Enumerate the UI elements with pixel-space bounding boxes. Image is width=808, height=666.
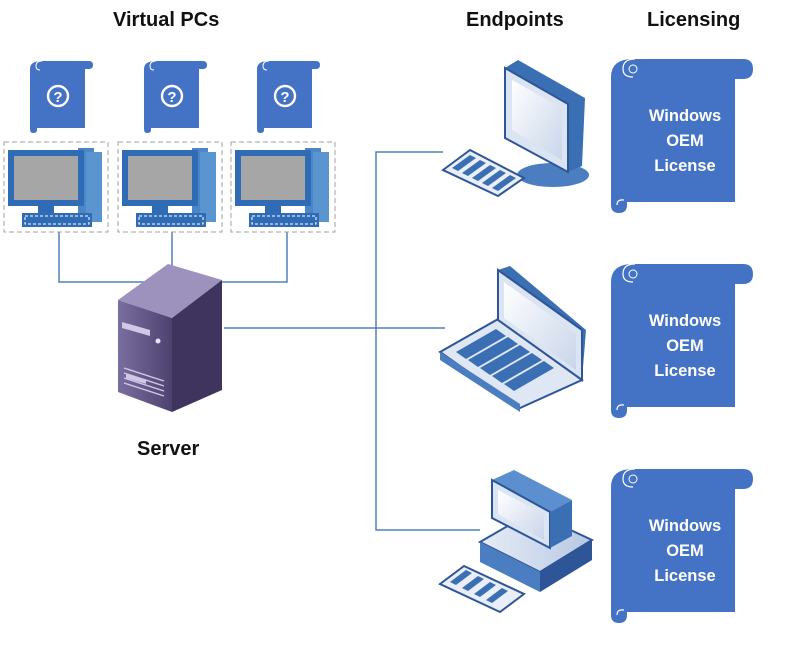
licensing-heading: Licensing	[647, 9, 741, 31]
license-label-3: Windows OEM License	[635, 514, 735, 589]
license-1-line3: License	[654, 157, 716, 175]
virtual-license-3-icon	[255, 59, 322, 135]
license-3-line1: Windows	[648, 517, 722, 535]
license-1-line1: Windows	[648, 107, 722, 125]
license-label-2: Windows OEM License	[635, 309, 735, 384]
virtual-pc-2-icon	[117, 141, 223, 233]
workstation-icon	[438, 470, 595, 614]
virtual-license-1-icon	[28, 59, 95, 135]
desktop-monitor-icon	[441, 60, 589, 198]
virtual-license-2-icon	[142, 59, 209, 135]
server-heading: Server	[137, 438, 200, 460]
license-2-line3: License	[654, 362, 716, 380]
virtual-pcs-heading: Virtual PCs	[113, 9, 220, 31]
license-2-line1: Windows	[648, 312, 722, 330]
laptop-icon	[438, 266, 586, 412]
server-icon	[118, 264, 222, 412]
license-3-line2: OEM	[666, 542, 704, 560]
license-1-line2: OEM	[666, 132, 704, 150]
license-label-1: Windows OEM License	[635, 104, 735, 179]
license-3-line3: License	[654, 567, 716, 585]
virtual-pc-1-icon	[3, 141, 109, 233]
virtual-pc-3-icon	[230, 141, 336, 233]
license-2-line2: OEM	[666, 337, 704, 355]
endpoints-heading: Endpoints	[466, 9, 564, 31]
